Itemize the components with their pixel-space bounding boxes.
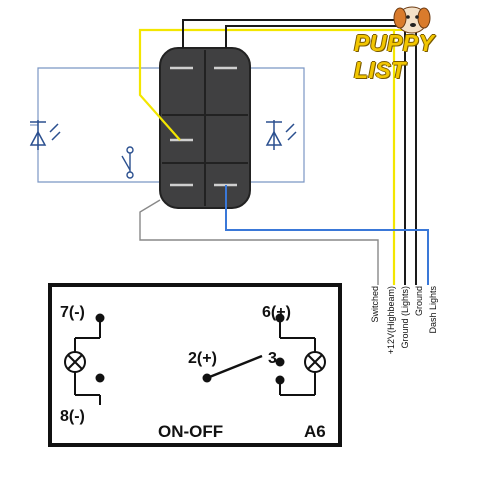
pin-3-label: 3	[268, 350, 277, 367]
pin-2-label: 2(+)	[188, 350, 217, 367]
brand-logo: PUPPY LIST	[354, 30, 435, 83]
wire-label-group: Switched +12V(Highbeam) Ground (Lights) …	[364, 286, 452, 356]
led-diode-icon	[29, 120, 61, 150]
pin-7-label: 7(-)	[60, 304, 85, 321]
wire-label-highbeam: +12V(Highbeam)	[386, 286, 396, 355]
dog-mascot-icon	[393, 6, 431, 34]
wire-label-dash-lights: Dash Lights	[428, 286, 438, 334]
led-diode-icon	[265, 120, 297, 150]
wire-label-ground-lights: Ground (Lights)	[400, 286, 410, 349]
rocker-switch	[159, 47, 251, 209]
switch-mode-label: ON-OFF	[158, 422, 224, 441]
pinout-schematic	[48, 283, 342, 447]
indicator-lamp-icon	[64, 351, 86, 373]
pin-6-label: 6(+)	[262, 304, 291, 321]
wire-label-switched: Switched	[370, 286, 380, 323]
indicator-lamp-icon	[304, 351, 326, 373]
wire-black-lights	[182, 19, 406, 285]
switch-model-label: A6	[304, 422, 326, 441]
wire-yellow	[138, 28, 396, 285]
pin-8-label: 8(-)	[60, 408, 85, 425]
wire-blue-dash	[225, 185, 429, 285]
wire-gray-switched	[139, 199, 379, 285]
wire-label-ground: Ground	[414, 286, 424, 317]
wire-black-ground	[225, 25, 417, 285]
switch-contact-icon	[121, 146, 134, 179]
